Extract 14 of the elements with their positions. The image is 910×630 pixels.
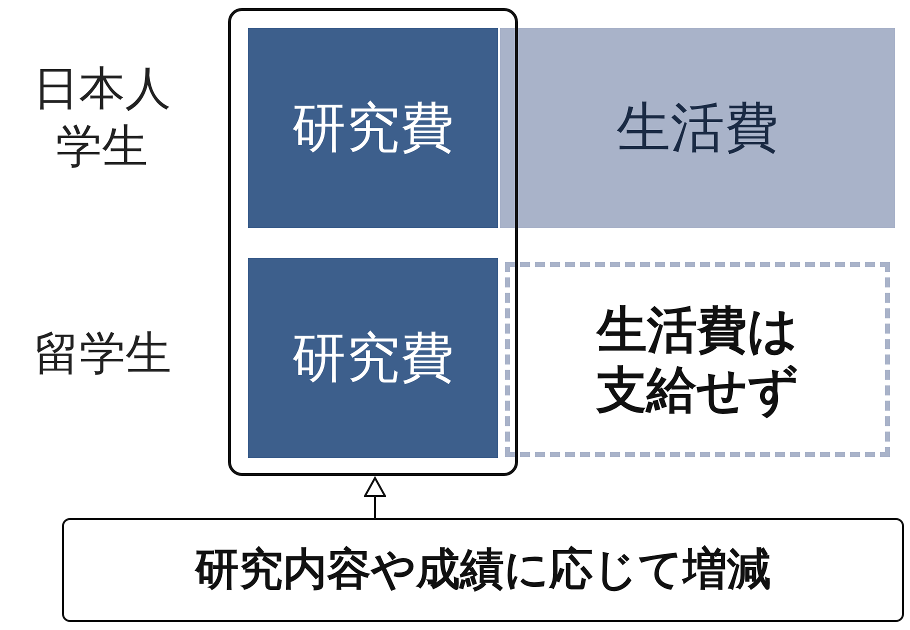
dashed-box bbox=[505, 262, 890, 457]
callout-pointer bbox=[364, 477, 386, 519]
cost-block bbox=[248, 28, 498, 228]
row-label: 留学生 bbox=[32, 325, 172, 382]
cost-block bbox=[248, 258, 498, 458]
node-text: 生活費 bbox=[616, 96, 778, 160]
node-text: 研究内容や成績に応じて増減 bbox=[195, 544, 771, 596]
cost-band bbox=[500, 28, 895, 228]
node-text: 研究費 bbox=[292, 326, 454, 390]
node-text: 生活費は支給せず bbox=[595, 300, 800, 420]
callout-box bbox=[62, 518, 904, 622]
outline-frame bbox=[228, 8, 518, 476]
node-text: 研究費 bbox=[292, 96, 454, 160]
row-label: 日本人学生 bbox=[32, 60, 172, 174]
